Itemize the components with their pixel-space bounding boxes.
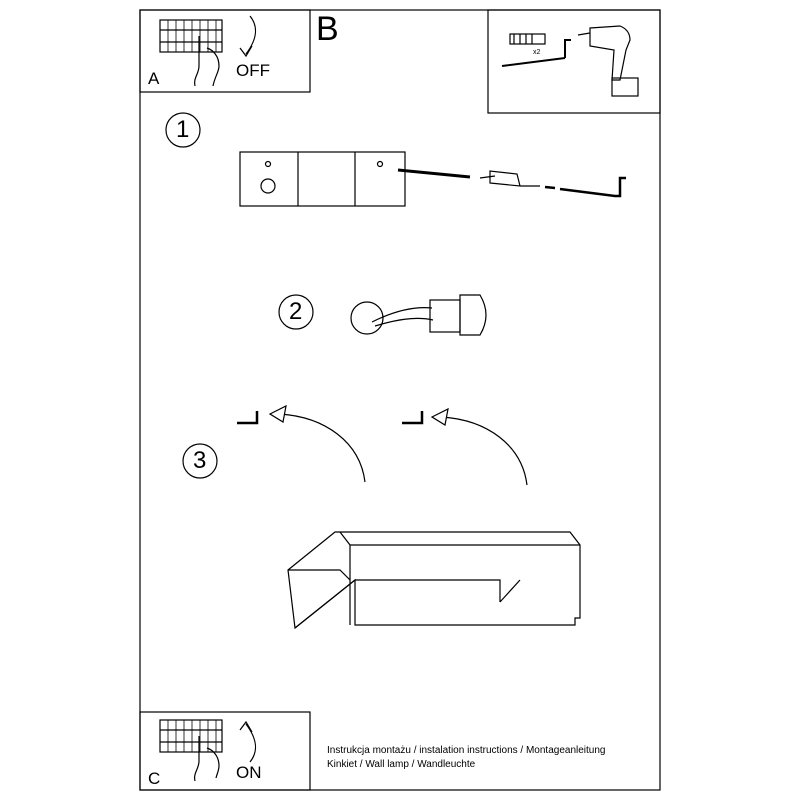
arrow-down-icon xyxy=(239,15,257,58)
footer-subtitle: Kinkiet / Wall lamp / Wandleuchte xyxy=(327,759,476,770)
hook-screw-icon xyxy=(501,39,571,67)
wire-loop xyxy=(350,301,384,335)
mounting-plate xyxy=(239,151,406,207)
arrow-curve-right xyxy=(441,416,528,486)
hand-icon-c xyxy=(193,736,220,782)
panel-c-box xyxy=(139,711,311,791)
step-2-circle xyxy=(278,294,314,330)
wires xyxy=(371,307,434,327)
arrow-up-icon xyxy=(239,720,257,763)
step-2-number: 2 xyxy=(289,298,303,325)
tools-box xyxy=(487,9,661,114)
drill-icon xyxy=(577,25,639,97)
step-1-number: 1 xyxy=(176,116,190,143)
screw xyxy=(397,168,471,179)
breaker-panel-icon-c xyxy=(159,719,223,753)
footer-title: Instrukcja montażu / instalation instruc… xyxy=(327,745,606,756)
panel-a-label: A xyxy=(148,69,160,88)
wall-plug-icon xyxy=(509,33,546,45)
arrowhead-right xyxy=(430,407,449,426)
panel-b-label: B xyxy=(316,10,339,48)
page-frame xyxy=(139,9,661,791)
quantity-label: x2 xyxy=(533,49,541,56)
panel-c-label: C xyxy=(148,769,161,788)
arrowhead-left xyxy=(268,404,287,423)
panel-a-box xyxy=(139,9,311,93)
keyhole-icon xyxy=(264,160,272,168)
on-label: ON xyxy=(236,763,262,782)
arrow-curve-left xyxy=(279,413,366,483)
step-1-circle xyxy=(165,112,201,148)
off-label: OFF xyxy=(236,61,270,80)
breaker-panel-icon xyxy=(159,19,223,53)
wall-lamp-body xyxy=(287,531,581,630)
hand-icon xyxy=(193,36,220,87)
step-3-circle xyxy=(182,443,218,479)
hook-left xyxy=(237,411,259,425)
hook-screw xyxy=(544,176,626,198)
hook-right xyxy=(402,411,424,425)
keyhole-icon xyxy=(376,160,384,168)
wall-plug xyxy=(479,170,540,187)
lamp-socket-icon xyxy=(429,294,487,336)
step-3-number: 3 xyxy=(193,447,207,474)
